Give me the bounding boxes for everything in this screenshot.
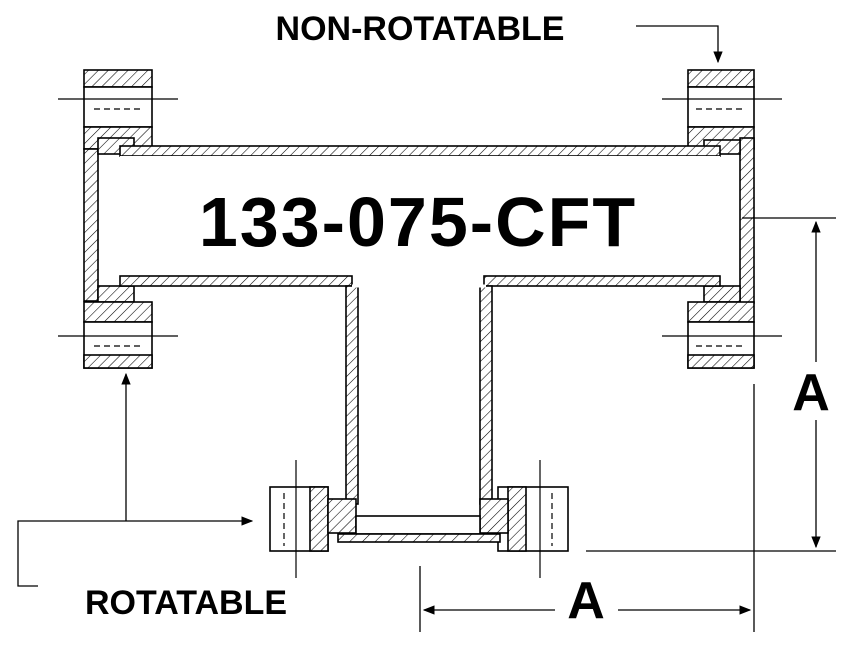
left-flange	[58, 69, 178, 369]
non-rotatable-label: NON-ROTATABLE	[276, 10, 565, 48]
part-number-label: 133-075-CFT	[199, 183, 637, 261]
dimension-lines	[419, 217, 836, 632]
rotatable-label: ROTATABLE	[85, 584, 287, 622]
non-rotatable-leader	[636, 25, 723, 64]
branch-tube	[345, 284, 493, 505]
main-tube	[119, 145, 721, 287]
bottom-flange	[269, 460, 569, 578]
dimension-a-vertical-label: A	[792, 364, 830, 422]
rotatable-leader	[17, 372, 254, 587]
dimension-a-horizontal-label: A	[567, 572, 605, 630]
right-flange	[662, 69, 782, 369]
